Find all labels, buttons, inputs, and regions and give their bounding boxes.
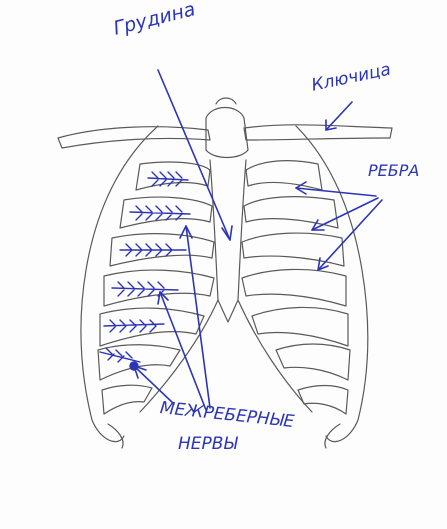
right-rib-6 (276, 344, 350, 380)
sternum-arrow (158, 70, 230, 240)
right-rib-4 (242, 269, 346, 306)
right-rib-7 (298, 386, 348, 415)
intercostal-nerves-label-line2: НЕРВЫ (178, 436, 237, 453)
right-rib-2 (244, 197, 338, 228)
right-rib-3 (242, 233, 344, 266)
left-costal-margin (140, 300, 218, 412)
nerve-6 (100, 348, 140, 362)
left-rib-7 (102, 385, 152, 414)
pointer-arrows (134, 70, 382, 410)
nerves-arrow-2 (160, 292, 206, 410)
manubrium (206, 108, 248, 158)
nerve-3 (120, 244, 186, 256)
left-floating-rib (108, 424, 123, 448)
right-clavicle (244, 125, 392, 140)
right-rib-5 (252, 307, 348, 346)
sternum-body (210, 160, 246, 322)
skeleton-outline (58, 98, 392, 448)
cage-right-outline (296, 126, 368, 442)
ribs-arrow-1 (296, 188, 376, 196)
nerves-arrow-1 (186, 226, 210, 408)
right-costal-margin (238, 300, 312, 412)
nerve-5 (104, 320, 164, 332)
right-floating-rib (325, 424, 340, 448)
right-rib-1 (246, 161, 322, 190)
spine-top (216, 98, 236, 104)
ribs-arrow-2 (312, 198, 378, 230)
ribs-label: РЕБРА (368, 163, 419, 179)
